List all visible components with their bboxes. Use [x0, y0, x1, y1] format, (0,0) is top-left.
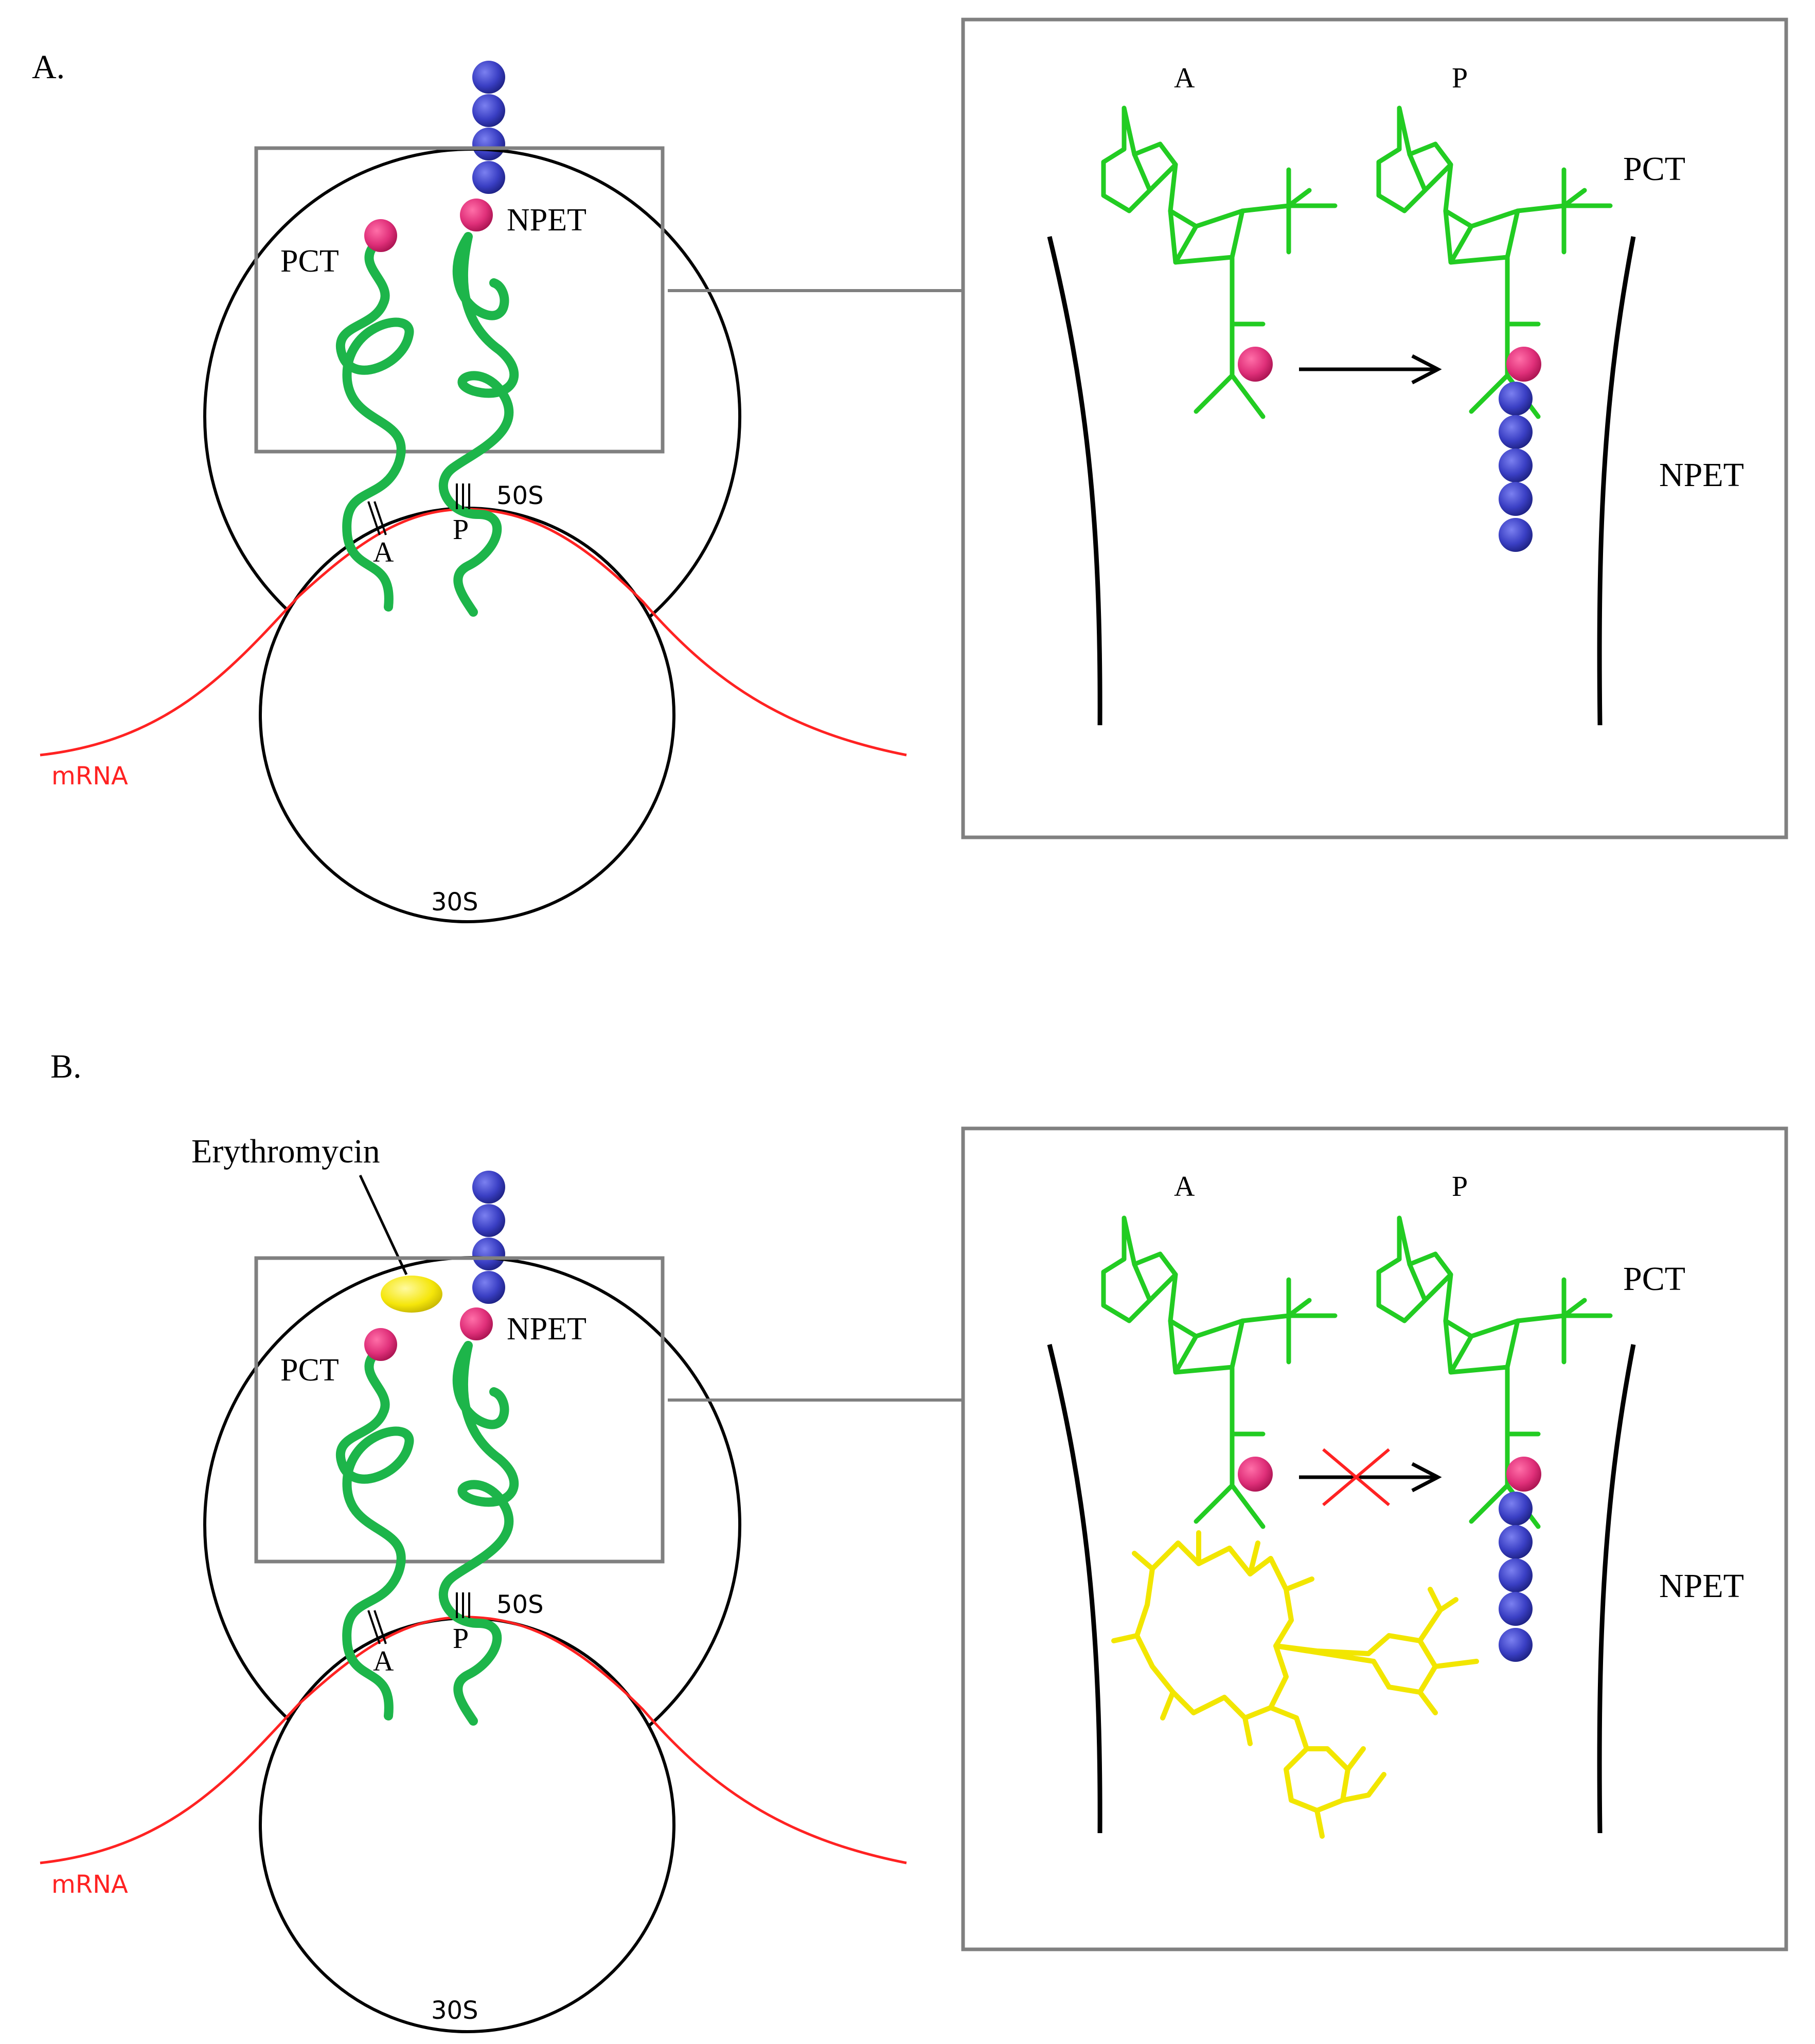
panel-a-zoom-box: A P PCT NPET — [961, 17, 1788, 839]
panel-b-npet-label: NPET — [507, 1312, 586, 1347]
panel-a-zoom-npet: NPET — [1659, 456, 1744, 494]
panel-b-zoom-site-a: A — [1174, 1171, 1195, 1203]
panel-a-zoom-a-amino-acid — [1238, 347, 1273, 382]
panel-b-p-site-amino-acid — [460, 1307, 493, 1340]
panel-b-anticodon-p — [456, 1592, 470, 1618]
panel-b-peptide-chain — [472, 1171, 505, 1304]
panel-b-a-site-amino-acid — [364, 1328, 397, 1361]
panel-b-label: B. — [50, 1048, 82, 1085]
panel-a-site-a-label: A — [373, 536, 394, 568]
panel-b-zoom-npet: NPET — [1659, 1567, 1744, 1605]
panel-a-zoom-peptide-chain — [1499, 382, 1533, 552]
panel-a-p-site-amino-acid — [460, 199, 493, 231]
panel-a-peptide-chain — [472, 61, 505, 194]
panel-b-anticodon-a — [367, 1610, 387, 1644]
panel-b-zoom-site-p: P — [1452, 1171, 1468, 1203]
panel-b-blocked-transfer-arrow — [1299, 1462, 1442, 1493]
panel-a-a-site-amino-acid — [364, 219, 397, 252]
panel-a-30s-label: 30S — [431, 888, 478, 917]
panel-b-pct-label: PCT — [280, 1353, 339, 1388]
panel-a-50s-label: 50S — [496, 481, 544, 510]
panel-b-erythromycin-structure — [1111, 1530, 1479, 1839]
panel-b-50s-label: 50S — [496, 1590, 544, 1619]
panel-b-erythromycin-label: Erythromycin — [191, 1133, 380, 1170]
panel-b-tunnel-left-wall — [1047, 1343, 1102, 1834]
panel-b-block-cross — [1322, 1448, 1390, 1507]
panel-b-mrna-label: mRNA — [51, 1870, 128, 1899]
panel-a-site-p-label: P — [453, 514, 469, 546]
panel-a-anticodon-p — [456, 483, 470, 509]
panel-b-zoom-peptide-chain — [1499, 1492, 1533, 1662]
panel-a-zoom-site-p: P — [1452, 62, 1468, 94]
panel-b: B. Erythromycin mRNA PCT NPET — [40, 1048, 1788, 2033]
panel-a: A. mRNA — [32, 17, 1788, 923]
panel-a-npet-label: NPET — [507, 203, 586, 238]
panel-a-zoom-site-a: A — [1174, 62, 1195, 94]
panel-b-tunnel-right-wall — [1597, 1344, 1636, 1834]
panel-a-peptidyl-transfer-arrow — [1299, 354, 1442, 385]
panel-a-zoom-pct: PCT — [1623, 150, 1685, 188]
panel-b-zoom-p-amino-acid — [1506, 1457, 1541, 1492]
panel-b-30s-label: 30S — [431, 1996, 478, 2025]
panel-a-tunnel-right-wall — [1597, 236, 1636, 726]
panel-b-inset-frame — [254, 1256, 665, 1564]
panel-a-tunnel-left-wall — [1047, 236, 1102, 726]
panel-a-zoom-p-amino-acid — [1506, 347, 1541, 382]
panel-a-label: A. — [32, 48, 65, 86]
panel-a-pct-label: PCT — [280, 244, 339, 279]
panel-b-site-p-label: P — [453, 1623, 469, 1655]
panel-a-mrna-label: mRNA — [51, 762, 128, 791]
panel-a-inset-frame — [254, 146, 665, 454]
panel-b-zoom-a-amino-acid — [1238, 1457, 1273, 1492]
panel-b-site-a-label: A — [373, 1645, 394, 1677]
panel-b-erythromycin-molecule — [381, 1276, 442, 1313]
panel-a-anticodon-a — [367, 501, 387, 535]
panel-b-zoom-pct: PCT — [1623, 1260, 1685, 1298]
panel-b-zoom-box: A P PCT NPET — [961, 1126, 1788, 1951]
